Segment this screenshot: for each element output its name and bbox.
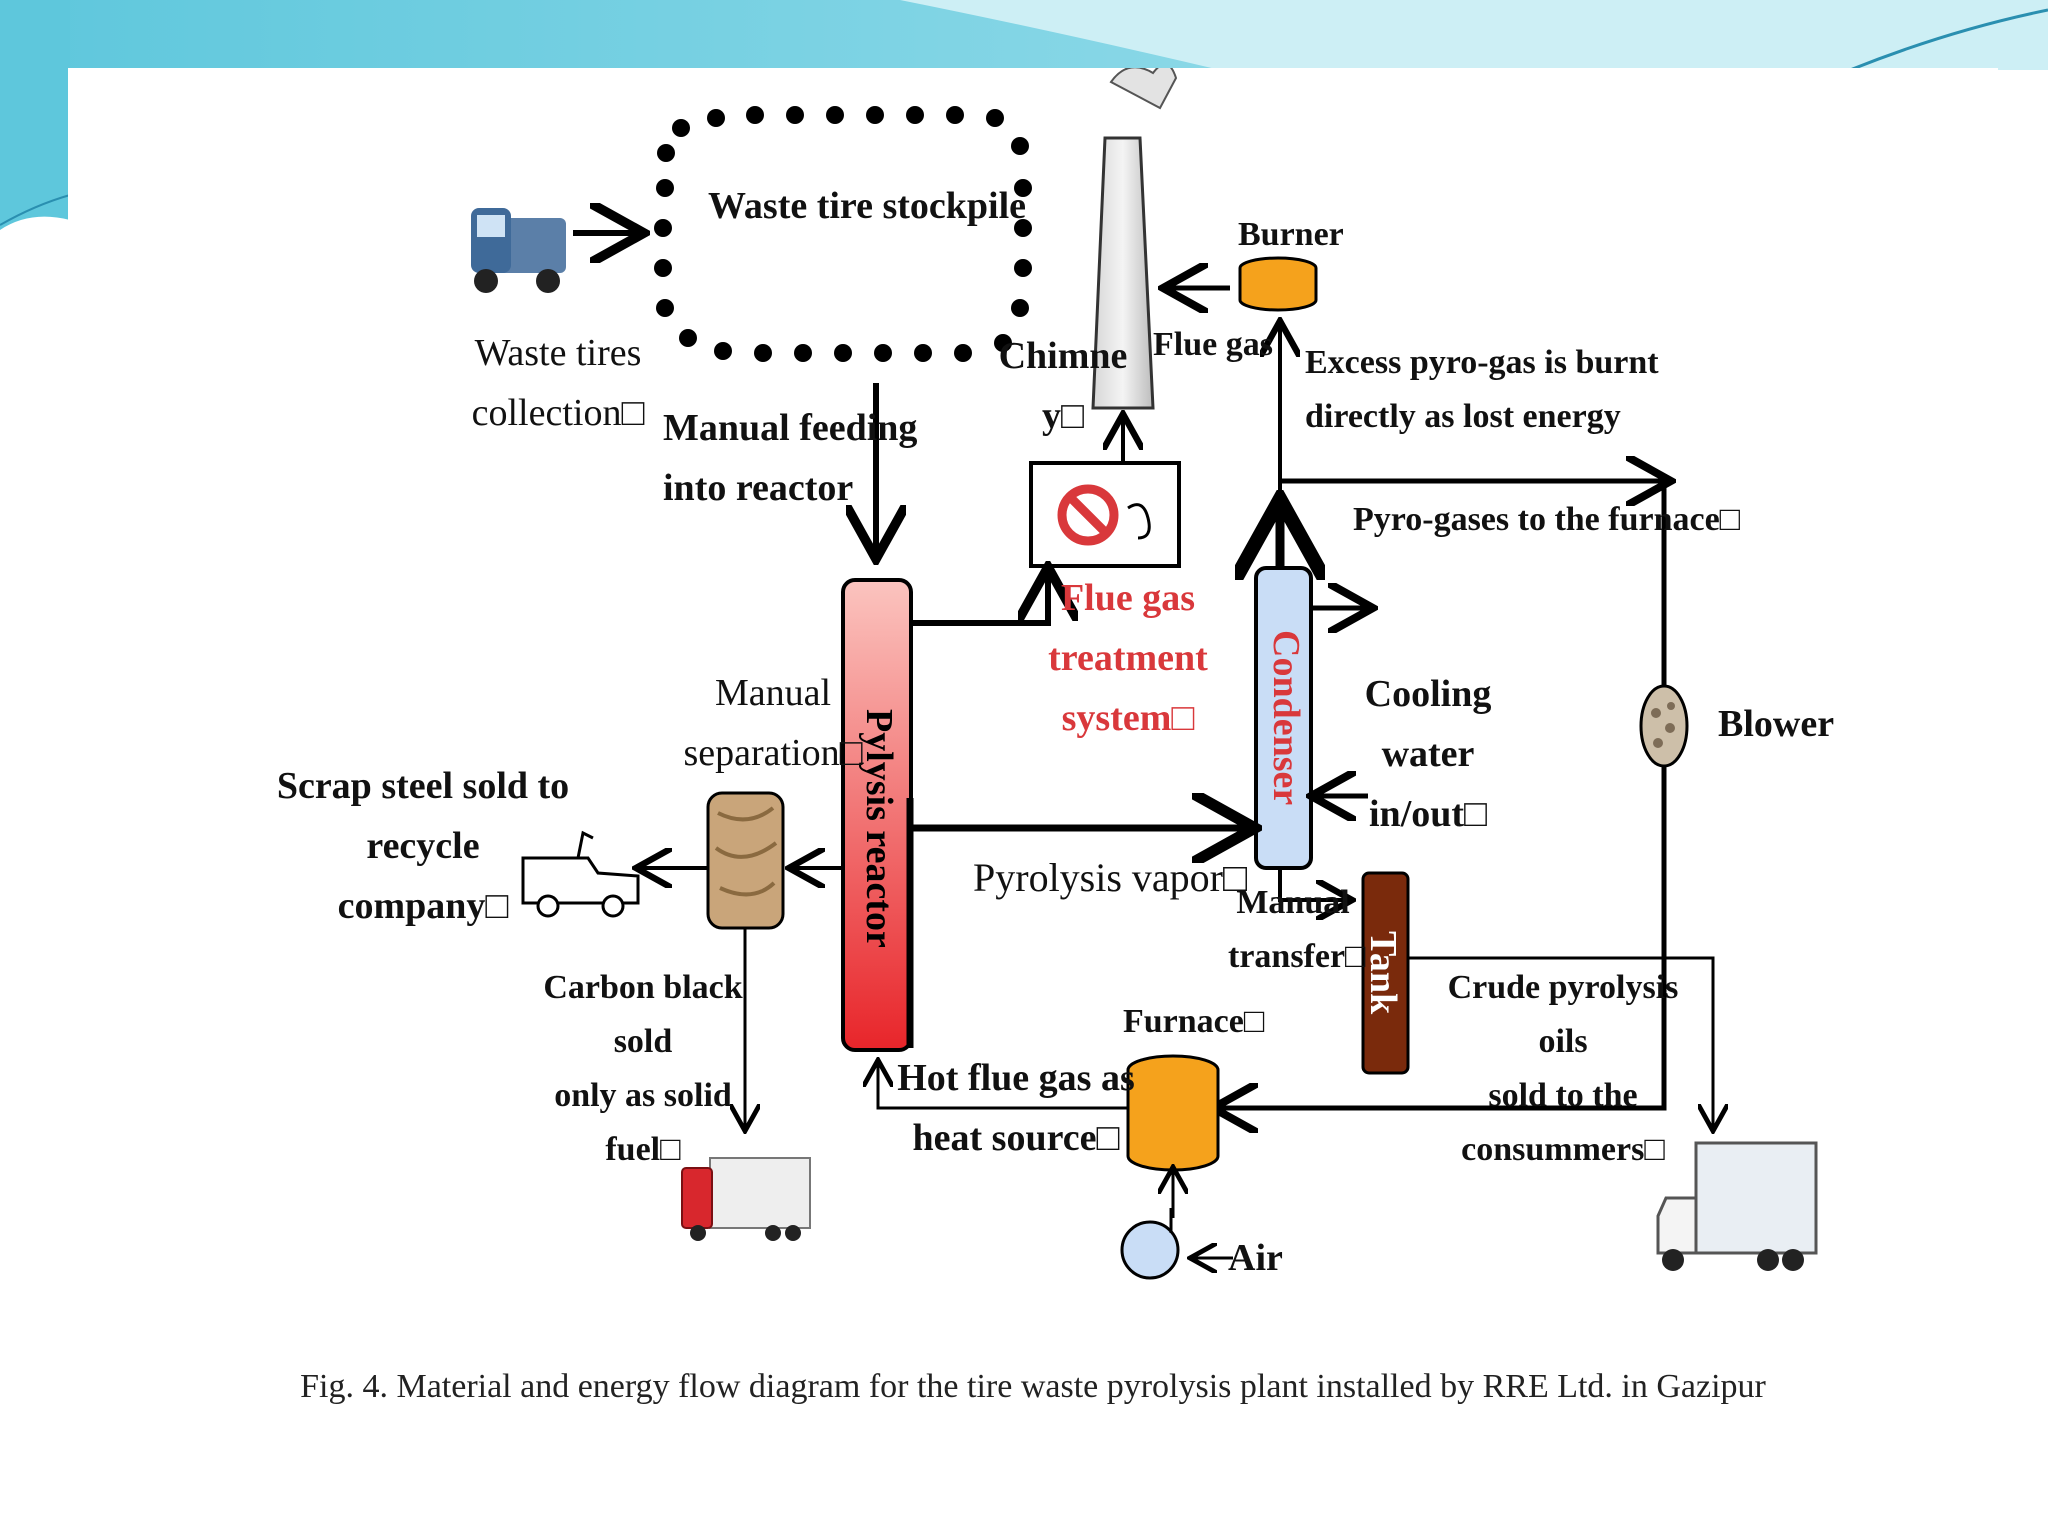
condenser-label: Condenser: [1265, 630, 1307, 806]
furnace-vessel: [1126, 1054, 1220, 1172]
burner-label: Burner: [1238, 216, 1344, 253]
condenser-vessel: [1254, 566, 1313, 870]
flow-diagram: [471, 68, 1818, 1280]
hot-flue-gas-arrow: [878, 1063, 1128, 1110]
pyrolysis-vapor-label: Pyrolysis vapor□: [973, 855, 1248, 900]
stockpile-label: Waste tire stockpile: [708, 185, 1027, 227]
consumer-truck-icon: [1656, 1141, 1818, 1271]
stockpile-dotted-boundary: [654, 106, 1032, 362]
figure-panel: Waste tire stockpile Waste tires collect…: [68, 68, 1998, 1433]
blower-icon: [1639, 684, 1689, 768]
flue-treatment-label: Flue gas treatment system□: [1048, 577, 1208, 739]
furnace-label: Furnace□: [1123, 1003, 1265, 1040]
scrap-pickup-truck-icon: [521, 830, 640, 918]
excess-gas-label: Excess pyro-gas is burnt directly as los…: [1305, 344, 1659, 435]
collection-truck-icon: [471, 208, 566, 293]
manual-transfer-label: Manual transfer□: [1228, 884, 1366, 975]
pyrolysis-reactor-vessel: [841, 578, 914, 1052]
separation-label: Manual separation□: [683, 672, 863, 774]
reactor-label: Pylysis reactor: [858, 708, 900, 948]
flue-gas-treatment-icon: [1029, 461, 1181, 568]
figure-caption: Fig. 4. Material and energy flow diagram…: [300, 1368, 1766, 1405]
tank-label: Tank: [1362, 931, 1404, 1015]
condenser-to-tank-arrow: [1278, 868, 1348, 900]
carbon-truck-icon: [681, 1157, 811, 1241]
manual-separation-pile: [706, 791, 785, 930]
flue-gas-label: Flue gas: [1153, 326, 1273, 363]
reactor-to-treatment-arrow: [913, 573, 1048, 626]
hot-flue-gas-label: Hot flue gas as heat source□: [897, 1057, 1135, 1159]
cooling-water-label: Cooling water in/out□: [1364, 673, 1492, 835]
scrap-steel-label: Scrap steel sold to recycle company□: [276, 765, 570, 927]
pyro-gases-label: Pyro-gases to the furnace□: [1353, 501, 1741, 538]
chimney-label: Chimne y□: [998, 335, 1128, 437]
carbon-black-label: Carbon black sold only as solid fuel□: [543, 969, 743, 1168]
collection-label: Waste tires collection□: [471, 332, 645, 434]
crude-oil-label: Crude pyrolysis oils sold to the consumm…: [1447, 969, 1679, 1168]
feeding-label: Manual feeding into reactor: [663, 407, 918, 509]
tank-vessel: [1361, 871, 1410, 1075]
burner-icon: [1238, 256, 1318, 312]
chimney-icon: [1091, 68, 1178, 410]
blower-label: Blower: [1718, 703, 1835, 745]
crude-oil-line: [1408, 956, 1713, 1128]
air-blower-icon: [1120, 1208, 1180, 1280]
slide-header-banner: [0, 0, 2048, 230]
air-label: Air: [1228, 1237, 1283, 1279]
